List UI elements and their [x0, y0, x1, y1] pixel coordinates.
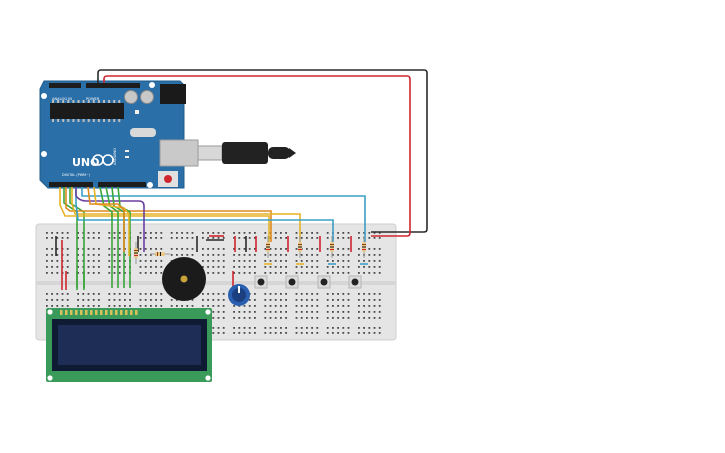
board-model-label: UNO: [72, 156, 100, 169]
arduino-uno-board[interactable]: UNO ARDUINO POWER ANALOG IN DIGITAL (PWM…: [39, 80, 199, 189]
lcd-pin: [65, 310, 68, 315]
status-led: [125, 156, 129, 158]
lcd-pin: [130, 310, 133, 315]
push-button[interactable]: [254, 275, 268, 289]
buzzer-center: [180, 275, 188, 283]
wire-purple[interactable]: [75, 187, 145, 252]
lcd-pin: [95, 310, 98, 315]
lcd-pin: [110, 310, 113, 315]
wire-yellow[interactable]: [71, 187, 301, 242]
push-button[interactable]: [285, 275, 299, 289]
resistor[interactable]: [266, 236, 270, 258]
wire-yellow[interactable]: [59, 187, 270, 242]
lcd-pin: [100, 310, 103, 315]
push-buttons: [254, 275, 362, 289]
breadboard-holes: [46, 232, 381, 334]
atmega-chip: [50, 103, 124, 119]
piezo-buzzer[interactable]: [162, 257, 206, 301]
lcd-mount-hole: [205, 309, 211, 315]
wire-blue[interactable]: [75, 187, 334, 242]
status-led: [125, 150, 129, 152]
lcd-mount-hole: [47, 309, 53, 315]
usb-port: [159, 139, 199, 167]
board-mount-hole: [41, 93, 47, 99]
push-button-cap[interactable]: [288, 278, 296, 286]
wire-yellow[interactable]: [93, 186, 130, 256]
push-button-cap[interactable]: [351, 278, 359, 286]
capacitor: [140, 90, 154, 104]
board-mount-hole: [41, 151, 47, 157]
brand-label: ARDUINO: [113, 148, 117, 165]
lcd-pin: [70, 310, 73, 315]
analog-header: [49, 182, 93, 187]
capacitor: [124, 90, 138, 104]
lcd-pin: [90, 310, 93, 315]
digital-header: [98, 182, 146, 187]
digital-header-top: [86, 83, 140, 88]
lcd-pin: [80, 310, 83, 315]
wire-green[interactable]: [63, 187, 78, 288]
wire-green[interactable]: [99, 186, 113, 288]
push-button[interactable]: [317, 275, 331, 289]
digital-label: DIGITAL (PWM~): [62, 173, 91, 177]
power-header: [49, 83, 81, 88]
lcd-pin: [105, 310, 108, 315]
arduino-logo-icon: [92, 154, 114, 166]
potentiometer[interactable]: [228, 284, 250, 306]
wires: [55, 69, 428, 290]
potentiometer-knob-indicator: [238, 286, 240, 293]
lcd-pin: [115, 310, 118, 315]
resistor[interactable]: [362, 236, 366, 258]
lcd-pin: [75, 310, 78, 315]
lcd-pin: [125, 310, 128, 315]
push-button[interactable]: [348, 275, 362, 289]
resistor[interactable]: [330, 236, 334, 258]
lcd-pin: [135, 310, 138, 315]
wire-orange[interactable]: [87, 186, 125, 252]
lcd-mount-hole: [205, 375, 211, 381]
lcd-pin: [85, 310, 88, 315]
resistor[interactable]: [150, 252, 170, 256]
lcd-mount-hole: [47, 375, 53, 381]
reset-button-cap[interactable]: [164, 175, 172, 183]
push-button-cap[interactable]: [257, 278, 265, 286]
status-led: [135, 110, 139, 114]
power-label: POWER: [86, 97, 100, 101]
wire-blue[interactable]: [81, 187, 366, 242]
resistors: [134, 236, 366, 264]
usb-cable: [197, 142, 296, 164]
board-mount-hole: [149, 82, 155, 88]
crystal: [130, 128, 156, 137]
lcd-display[interactable]: [46, 308, 212, 382]
push-button-cap[interactable]: [320, 278, 328, 286]
resistor[interactable]: [298, 236, 302, 258]
lcd-pin-header: [60, 310, 138, 315]
lcd-pin: [60, 310, 63, 315]
lcd-pin: [120, 310, 123, 315]
board-mount-hole: [147, 182, 153, 188]
resistor[interactable]: [134, 242, 138, 264]
wire-green[interactable]: [105, 186, 119, 288]
wire-red[interactable]: [103, 75, 411, 237]
power-jack: [160, 84, 186, 104]
analog-label: ANALOG IN: [52, 97, 72, 101]
wire-black[interactable]: [97, 69, 428, 233]
wire-orange[interactable]: [65, 187, 272, 242]
